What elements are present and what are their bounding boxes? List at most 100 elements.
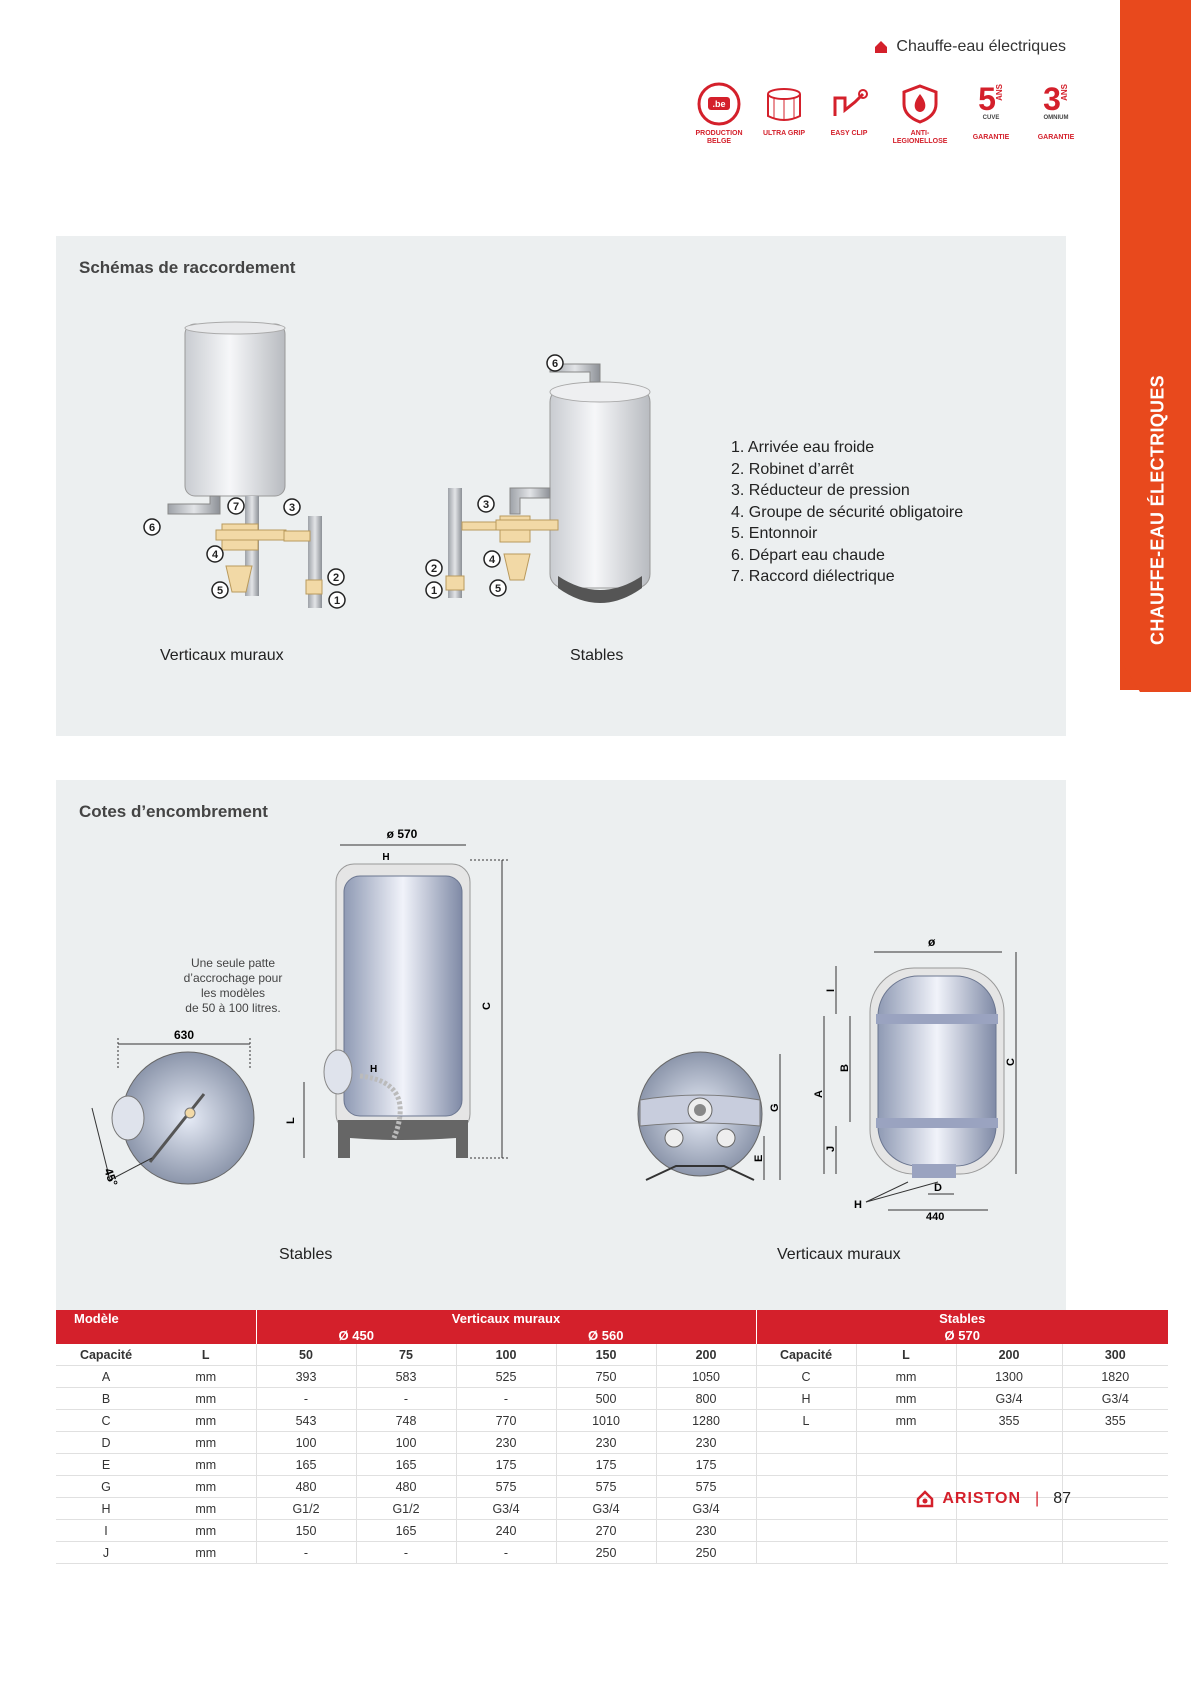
table-cell: - [255,1541,356,1564]
table-cell: 1050 [655,1365,756,1388]
table-cell [855,1431,956,1454]
table-cell: C [755,1365,856,1388]
table-cell: 165 [355,1519,456,1542]
table-cell [1061,1497,1168,1520]
table-cell: mm [156,1475,256,1498]
badge-anti-legionellose: ANTI-LEGIONELLOSE [885,82,955,146]
table-cell [855,1475,956,1498]
table-cell: 1820 [1061,1365,1168,1388]
side-tab-corner [1120,660,1191,692]
ariston-logo-icon [917,1490,934,1508]
table-cell: - [255,1387,356,1410]
marker-left-3: 3 [289,502,295,514]
marker-left-7: 7 [233,501,239,513]
warranty-3-icon: 3 ANS [1043,81,1069,117]
diagram-wall-dimensions: ø I A B J C D 440 H [813,935,1017,1220]
table-cell: 175 [555,1453,656,1476]
badge-ultra-grip: ULTRA GRIP [755,82,813,146]
table-cell [755,1453,856,1476]
table-cell [1061,1519,1168,1542]
table-cell: mm [156,1453,256,1476]
caption-cotes-verticaux: Verticaux muraux [777,1246,901,1263]
table-cell: 100 [355,1431,456,1454]
table-cell [955,1497,1062,1520]
table-cell: G [56,1475,156,1498]
badge-garantie-3: 3 ANS OMNIUM GARANTIE [1027,82,1085,146]
table-cell: 270 [555,1519,656,1542]
table-cell: mm [855,1409,956,1432]
table-cell: 750 [555,1365,656,1388]
table-cell: - [455,1541,556,1564]
table-cell: 100 [255,1431,356,1454]
home-icon [875,41,888,53]
table-cell: 583 [355,1365,456,1388]
dim-h-wall: H [854,1199,862,1211]
marker-left-2: 2 [333,572,339,584]
dim-630: 630 [174,1030,194,1042]
table-cell [1061,1541,1168,1564]
dim-j: J [825,1146,837,1152]
marker-left-6: 6 [149,522,155,534]
table-cell: 543 [255,1409,356,1432]
table-cell [955,1475,1062,1498]
table-cell: G1/2 [255,1497,356,1520]
warranty-5-icon: 5 ANS [978,81,1004,117]
legend-item: 2. Robinet d’arrêt [731,460,854,478]
table-cell [955,1431,1062,1454]
table-cell: mm [156,1365,256,1388]
table-cell: 525 [455,1365,556,1388]
legend-item: 4. Groupe de sécurité obligatoire [731,503,964,521]
table-cell: L [755,1409,856,1432]
table-cell: 230 [655,1519,756,1542]
table-cell: G3/4 [955,1387,1062,1410]
table-cell: mm [156,1409,256,1432]
table-cell: G1/2 [355,1497,456,1520]
table-cell: 175 [655,1453,756,1476]
table-cell: 250 [655,1541,756,1564]
table-cell [855,1453,956,1476]
table-cell: mm [156,1387,256,1410]
made-in-belgium-icon: .be [697,82,741,126]
legend-item: 3. Réducteur de pression [731,482,910,499]
table-cell: 250 [555,1541,656,1564]
legend-item: 1. Arrivée eau froide [731,439,875,456]
caption-cotes-stables: Stables [279,1246,333,1263]
table-cell: 240 [455,1519,556,1542]
table-cell: mm [156,1519,256,1542]
table-cell: 355 [955,1409,1062,1432]
table-cell: 165 [355,1453,456,1476]
table-cell: 165 [255,1453,356,1476]
dim-h: H [370,1064,377,1075]
diagram-floor-dimensions: ø 570 H H L C [285,827,508,1159]
diagram-floor-heater: 6 3 4 2 1 5 [425,354,651,603]
badge-garantie-5: 5 ANS CUVE GARANTIE [962,82,1020,146]
table-cell: D [56,1431,156,1454]
table-cell: - [355,1541,456,1564]
easy-clip-icon [833,89,868,116]
diagram-wall-heater: 7 3 6 4 2 5 1 [143,321,346,609]
table-cell: 575 [455,1475,556,1498]
table-cell [1061,1475,1168,1498]
table-cell: 575 [655,1475,756,1498]
table-cell [855,1541,956,1564]
table-cell: A [56,1365,156,1388]
table-cell [755,1541,856,1564]
dim-440: 440 [926,1211,944,1220]
table-cell [855,1519,956,1542]
table-cell: G3/4 [1061,1387,1168,1410]
table-cell: J [56,1541,156,1564]
legend-item: 6. Départ eau chaude [731,546,885,564]
marker-left-4: 4 [212,549,219,561]
legend-item: 7. Raccord diélectrique [731,568,895,585]
table-cell: 1300 [955,1365,1062,1388]
marker-left-1: 1 [334,595,340,607]
diagram-front-view: G E [637,1051,781,1181]
